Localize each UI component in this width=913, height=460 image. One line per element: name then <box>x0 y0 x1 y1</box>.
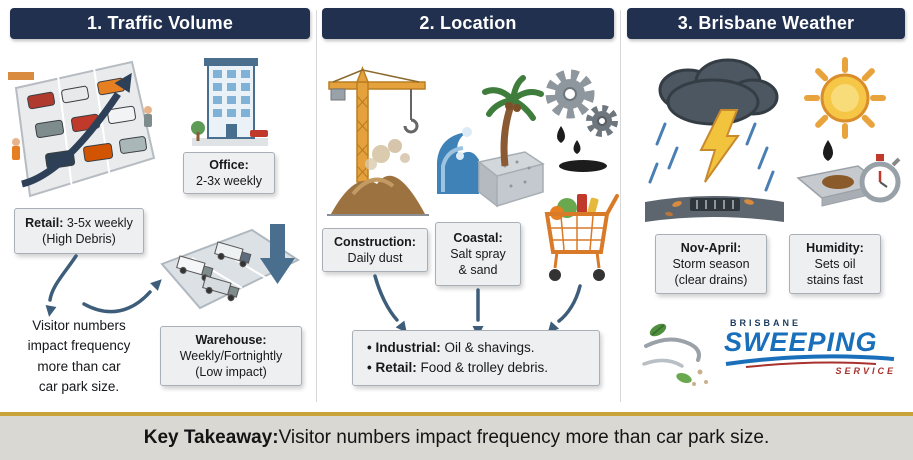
location-arrows-icon <box>373 274 582 334</box>
key-takeaway-bar: Key Takeaway: Visitor numbers impact fre… <box>0 412 913 460</box>
building-windows-icon <box>213 70 250 117</box>
shoppers-icon <box>12 106 152 160</box>
sand-block-icon <box>477 151 545 208</box>
small-car-icon <box>250 130 268 137</box>
storm-cloud-icon <box>658 58 779 126</box>
down-arrow-icon <box>260 224 295 284</box>
drain-grate-icon <box>690 198 740 211</box>
leaf-debris-icon <box>665 199 754 217</box>
storm-season-label: Nov-April: Storm season (clear drains) <box>655 234 767 294</box>
brisbane-sweeping-logo: BRISBANE SWEEPING SERVICE <box>724 318 906 376</box>
storm-illustration <box>645 58 784 222</box>
lightning-icon <box>699 109 740 183</box>
gear-icon <box>545 69 595 119</box>
stopwatch-icon <box>859 154 901 203</box>
panel-title-brisbane-weather: 3. Brisbane Weather <box>677 13 855 33</box>
location-summary-box: • Industrial: Oil & shavings. • Retail: … <box>352 330 600 386</box>
humidity-label: Humidity: Sets oil stains fast <box>789 234 881 294</box>
rain-icon <box>648 122 775 192</box>
storm-season-text: Nov-April: Storm season (clear drains) <box>672 240 750 288</box>
humidity-label-text: Humidity: Sets oil stains fast <box>806 240 864 288</box>
construction-label-text: Construction: Daily dust <box>334 234 416 265</box>
shop-awning-icon <box>8 72 34 80</box>
dust-puffs-icon <box>365 139 410 170</box>
warehouse-trucks-icon <box>160 224 301 310</box>
panel-divider <box>620 10 621 402</box>
gear-small-icon <box>586 105 618 137</box>
wind-leaves-icon <box>642 323 708 386</box>
coastal-label: Coastal: Salt spray & sand <box>435 222 521 286</box>
wave-icon <box>437 127 479 194</box>
panel-header-brisbane-weather: 3. Brisbane Weather <box>627 8 905 39</box>
sun-icon <box>804 57 886 139</box>
office-frequency-label: Office: 2-3x weekly <box>183 152 275 194</box>
coastal-label-text: Coastal: Salt spray & sand <box>450 230 506 278</box>
panel-header-location: 2. Location <box>322 8 614 39</box>
retail-frequency-text: Retail: 3-5x weekly (High Debris) <box>25 215 133 246</box>
construction-crane-icon <box>327 65 429 216</box>
trucks-icon <box>176 241 252 302</box>
retail-frequency-label: Retail: 3-5x weekly (High Debris) <box>14 208 144 254</box>
shopping-cart-icon <box>544 194 619 281</box>
gears-oil-icon <box>545 69 618 172</box>
panel-location: 2. Location <box>318 0 620 410</box>
construction-label: Construction: Daily dust <box>322 228 428 272</box>
logo-service-text: SERVICE <box>835 366 896 377</box>
panel-title-location: 2. Location <box>419 13 517 33</box>
warehouse-frequency-text: Warehouse: Weekly/Fortnightly (Low impac… <box>179 332 283 380</box>
palm-tree-icon <box>482 75 544 167</box>
visitor-note-text: Visitor numbers impact frequency more th… <box>27 318 131 394</box>
panel-header-traffic-volume: 1. Traffic Volume <box>10 8 310 39</box>
logo-sweeping-text: SWEEPING <box>724 327 878 357</box>
trend-up-arrow-icon <box>21 72 132 188</box>
office-frequency-text: Office: 2-3x weekly <box>196 157 262 188</box>
panel-title-traffic-volume: 1. Traffic Volume <box>86 13 234 33</box>
logo-brisbane-text: BRISBANE <box>730 318 802 328</box>
panel-divider <box>316 10 317 402</box>
key-takeaway-label: Key Takeaway: <box>143 427 279 448</box>
office-building-icon <box>191 58 268 146</box>
tree-icon <box>191 121 205 135</box>
industrial-bullet: • Industrial: Oil & shavings. <box>367 339 535 355</box>
curved-arrows-icon <box>45 254 162 317</box>
humidity-illustration <box>796 57 901 207</box>
panel-traffic-volume: 1. Traffic Volume <box>4 0 316 410</box>
logo-swoosh-icon <box>725 354 895 369</box>
key-takeaway-text: Visitor numbers impact frequency more th… <box>278 427 770 448</box>
retail-bullet: • Retail: Food & trolley debris. <box>367 360 549 375</box>
retail-parking-illustration <box>8 60 156 198</box>
panel-brisbane-weather: 3. Brisbane Weather <box>621 0 913 410</box>
groceries-icon <box>550 194 599 220</box>
warehouse-frequency-label: Warehouse: Weekly/Fortnightly (Low impac… <box>160 326 302 386</box>
dirt-pile-icon <box>331 175 425 214</box>
coastal-illustration <box>437 75 545 208</box>
oil-drip-icon <box>557 126 607 172</box>
oil-drop-icon <box>823 140 833 161</box>
